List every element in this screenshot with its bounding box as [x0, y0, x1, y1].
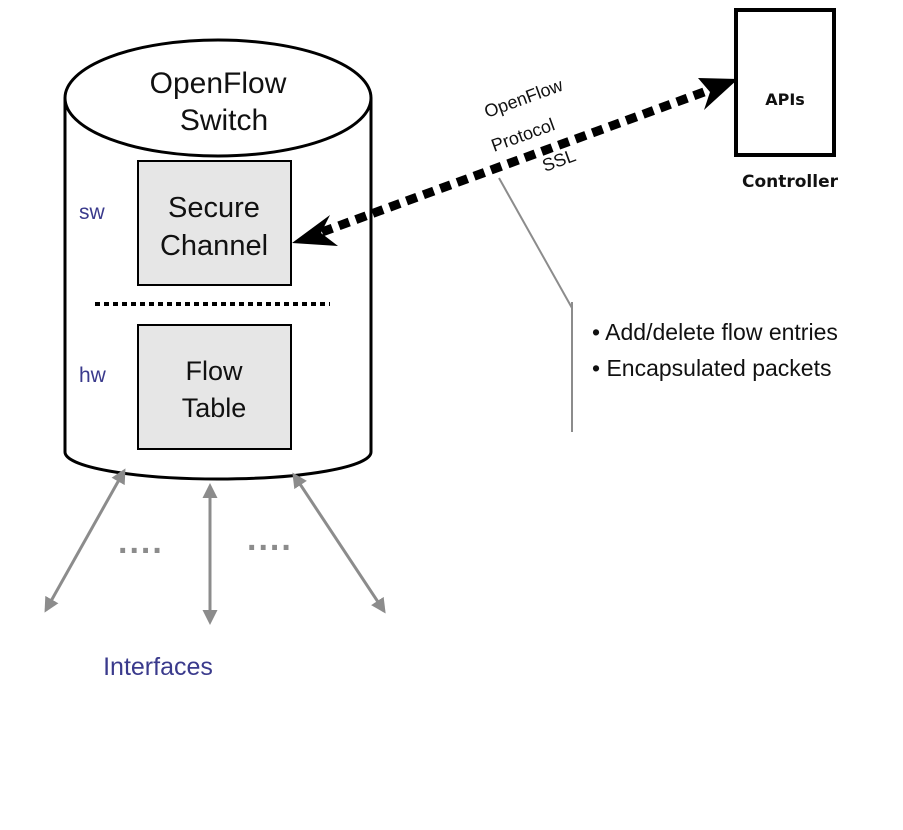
switch-title-line2: Switch — [180, 104, 268, 137]
interface-arrow-right — [292, 472, 386, 614]
cylinder-top — [63, 38, 373, 158]
interface-dots-left: .... — [118, 523, 164, 561]
hw-label: hw — [79, 364, 107, 387]
controller-label: Controller — [742, 172, 839, 192]
flow-table-box — [137, 324, 292, 450]
interface-arrow-left — [44, 468, 126, 613]
openflow-link-head-right — [698, 78, 738, 110]
openflow-link-arrow — [292, 78, 738, 246]
secure-channel-box — [137, 160, 292, 286]
interface-dots-right: .... — [247, 520, 293, 558]
apis-label: APIs — [765, 90, 805, 109]
callout-leader — [498, 177, 573, 309]
openflow-link-head-left — [292, 215, 338, 246]
note-encapsulated: • Encapsulated packets — [592, 355, 831, 381]
switch-title-line1: OpenFlow — [150, 67, 287, 100]
openflow-link-line — [320, 87, 706, 237]
flow-table-line1: Flow — [185, 356, 243, 386]
secure-channel-line2: Channel — [160, 230, 268, 262]
secure-channel-line1: Secure — [168, 192, 260, 224]
interfaces-label: Interfaces — [103, 653, 213, 681]
note-add-delete: • Add/delete flow entries — [592, 319, 838, 345]
link-label-openflow: OpenFlow — [482, 75, 567, 122]
sw-label: sw — [79, 201, 106, 224]
flow-table-line2: Table — [182, 393, 247, 423]
controller-box — [734, 8, 836, 157]
